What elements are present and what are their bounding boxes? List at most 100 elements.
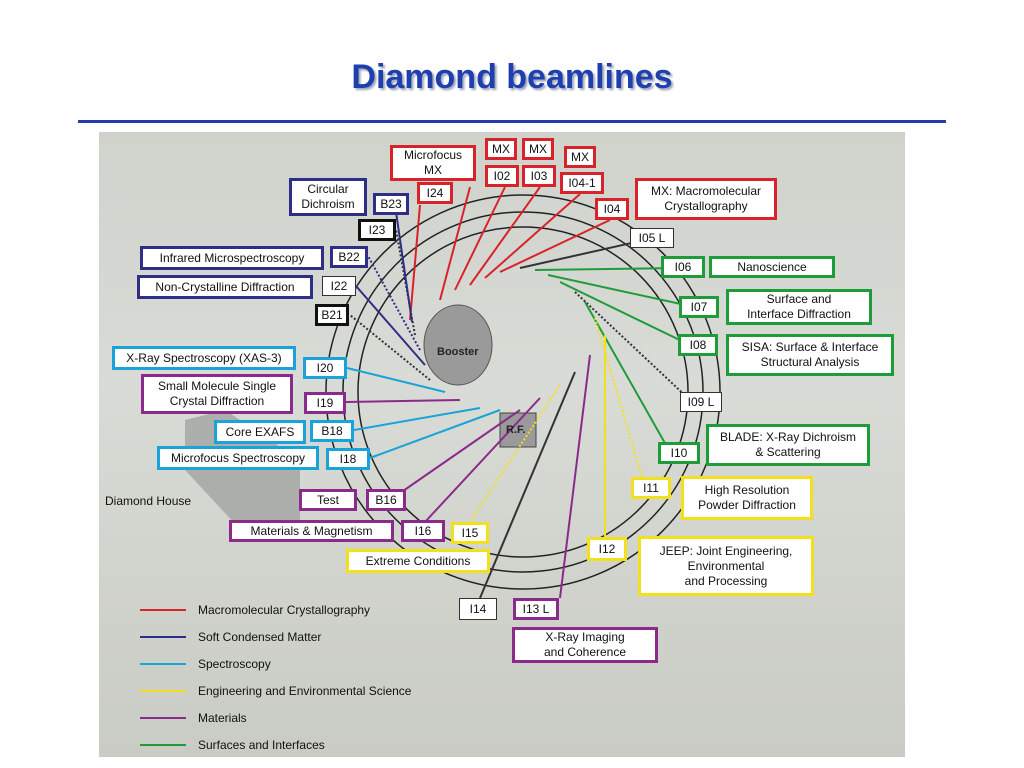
beamline-ray [559,354,591,599]
beamline-ray [369,409,501,459]
beamline-i06: I06 [661,256,705,278]
beamline-ray [519,239,646,269]
legend-item: Surfaces and Interfaces [140,737,325,753]
booster-label: Booster [437,346,479,358]
beamline-mx-3: MX [564,146,596,168]
beamline-i11: I11 [631,477,671,499]
beamline-ray [559,281,691,346]
booster-ellipse [423,304,493,386]
materials-magnetism-box: Materials & Magnetism [229,520,394,542]
jeep-box: JEEP: Joint Engineering, Environmental a… [638,536,814,596]
beamline-i22: I22 [322,276,356,296]
beamline-ray [547,274,691,307]
beamline-i04: I04 [595,198,629,220]
microfocus-spectroscopy-box: Microfocus Spectroscopy [157,446,319,470]
title-underline [78,120,946,123]
beamline-ray [349,314,431,381]
legend-item: Materials [140,710,247,726]
sisa-box: SISA: Surface & Interface Structural Ana… [726,334,894,376]
beamline-b21: B21 [315,304,349,326]
beamline-mx-1: MX [485,138,517,160]
legend-label: Engineering and Environmental Science [198,684,412,698]
mx-macromolecular-box: MX: Macromolecular Crystallography [635,178,777,220]
beamline-i12: I12 [587,537,627,561]
beamline-i03: I03 [522,165,556,187]
beamline-ray [389,409,521,501]
beamline-ray [409,204,421,321]
beamline-i24: I24 [417,182,453,204]
legend-swatch [140,663,186,665]
small-molecule-box: Small Molecule Single Crystal Diffractio… [141,374,293,414]
hrpd-box: High Resolution Powder Diffraction [681,476,813,520]
beamline-ray [534,267,681,271]
beamline-b22: B22 [330,246,368,268]
surface-interface-box: Surface and Interface Diffraction [726,289,872,325]
beamline-i14: I14 [459,598,497,620]
beamline-ray [454,186,506,291]
beamline-i16: I16 [401,520,445,542]
inner-ring [357,226,689,558]
extreme-conditions-box: Extreme Conditions [346,549,490,573]
core-exafs-box: Core EXAFS [214,420,306,444]
test-box: Test [299,489,357,511]
beamline-ray [355,285,426,366]
beamline-ray [484,193,581,279]
beamline-i07: I07 [679,296,719,318]
beamline-b23: B23 [373,193,409,215]
beamline-ray [424,397,541,523]
rf-label: R.F. [506,424,526,436]
beamline-mx-2: MX [522,138,554,160]
microfocus-mx-box: Microfocus MX [390,145,476,181]
beamline-i20: I20 [303,357,347,379]
beamline-i13: I13 L [513,598,559,620]
middle-ring [342,211,704,573]
beamline-i04-1: I04-1 [560,172,604,194]
diamond-house-label: Diamond House [105,494,192,508]
legend-label: Materials [198,711,247,725]
beamline-ray [469,384,561,523]
legend-item: Soft Condensed Matter [140,629,321,645]
legend-item: Macromolecular Crystallography [140,602,370,618]
beamline-i15: I15 [451,522,489,544]
xas-box: X-Ray Spectroscopy (XAS-3) [112,346,296,370]
beamline-ray [346,367,446,393]
beamline-ray [367,255,421,351]
beamline-i02: I02 [485,165,519,187]
beamline-ray [345,399,461,403]
legend-item: Spectroscopy [140,656,271,672]
beamline-ray [499,219,611,273]
non-crystalline-box: Non-Crystalline Diffraction [137,275,313,299]
xray-imaging-box: X-Ray Imaging and Coherence [512,627,658,663]
legend-label: Spectroscopy [198,657,271,671]
beamline-i18: I18 [326,448,370,470]
legend-swatch [140,717,186,719]
beamline-ray [353,407,481,431]
slide-title: Diamond beamlines [351,58,673,96]
legend-item: Engineering and Environmental Science [140,683,411,699]
beamline-i05: I05 L [630,228,674,248]
legend-swatch [140,609,186,611]
beamline-ray [479,371,576,599]
beamline-ray [469,186,541,286]
beamline-ray [584,301,671,453]
beamline-b16: B16 [366,489,406,511]
infrared-box: Infrared Microspectroscopy [140,246,324,270]
beamline-i08: I08 [678,334,718,356]
legend-label: Soft Condensed Matter [198,630,322,644]
beamline-b18: B18 [310,420,354,442]
circular-dichroism-box: Circular Dichroism [289,178,367,216]
legend-swatch [140,636,186,638]
blade-box: BLADE: X-Ray Dichroism & Scattering [706,424,870,466]
beamline-rays [345,186,691,599]
beamline-ray [394,204,413,323]
beamline-ray [439,186,471,301]
legend-label: Macromolecular Crystallography [198,603,371,617]
beamline-i23: I23 [358,219,396,241]
beamline-i10: I10 [658,442,700,464]
beamline-ray [594,317,646,488]
legend-swatch [140,690,186,692]
nanoscience-box: Nanoscience [709,256,835,278]
beamline-i09: I09 L [680,392,722,412]
legend-swatch [140,744,186,746]
